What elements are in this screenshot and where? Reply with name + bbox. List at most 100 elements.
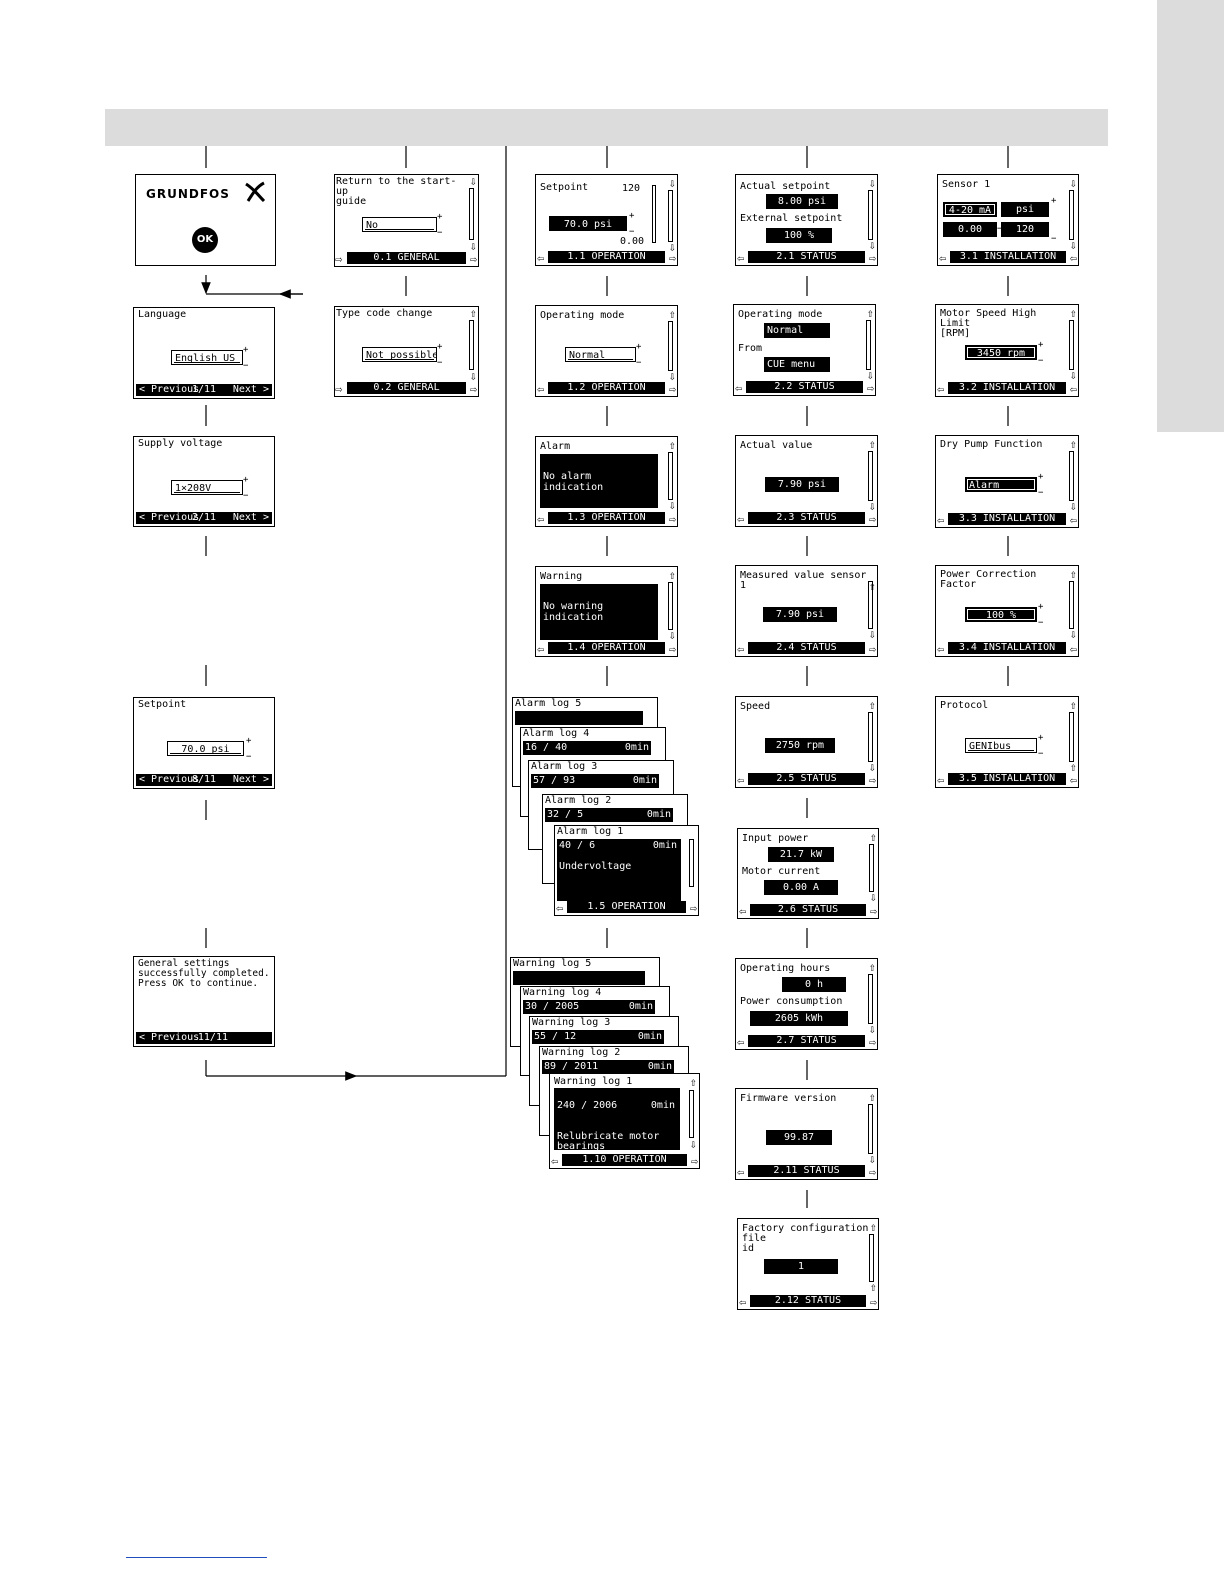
up-arrow-icon[interactable]: ⇧ [868,960,876,974]
right-arrow-icon[interactable]: ⇨ [469,382,477,396]
minus-icon[interactable]: − [437,228,443,238]
left-arrow-icon[interactable]: ⇦ [737,642,745,656]
down-arrow-icon[interactable]: ⇩ [689,1137,697,1151]
left-arrow-icon[interactable]: ⇦ [937,382,945,396]
up-arrow-icon[interactable]: ⇧ [868,437,876,451]
down-arrow-icon[interactable]: ⇩ [868,499,876,513]
minus-icon[interactable]: − [246,752,252,762]
previous-button[interactable]: < Previous [139,774,200,785]
startup-guide-field[interactable]: No [362,217,437,232]
next-button[interactable]: Next > [232,512,269,523]
up-arrow-icon[interactable]: ⇧ [869,1280,877,1294]
scrollbar[interactable] [868,581,873,629]
left-arrow-icon[interactable]: ⇦ [739,1295,747,1309]
down-arrow-icon[interactable]: ⇩ [1069,499,1077,513]
plus-icon[interactable]: + [1051,196,1057,206]
scrollbar[interactable] [668,582,673,630]
minus-icon[interactable]: − [1038,749,1044,759]
down-arrow-icon[interactable]: ⇩ [868,760,876,774]
left-arrow-icon[interactable]: ⇦ [737,773,745,787]
scrollbar[interactable] [868,190,873,240]
scrollbar[interactable] [469,188,474,240]
down-arrow-icon[interactable]: ⇩ [668,498,676,512]
sensor-min-field[interactable]: 0.00 [943,222,997,237]
right-arrow-icon[interactable]: ⇨ [866,381,874,395]
down-arrow-icon[interactable]: ⇩ [469,239,477,253]
down-arrow-icon[interactable]: ⇩ [668,628,676,642]
scrollbar[interactable] [1069,712,1074,762]
up-arrow-icon[interactable]: ⇧ [668,438,676,452]
right-arrow-icon[interactable]: ⇨ [469,252,477,266]
operating-mode-field[interactable]: Normal [565,347,636,362]
up-arrow-icon[interactable]: ⇧ [866,306,874,320]
left-arrow-icon[interactable]: ⇦ [1069,382,1077,396]
right-arrow-icon[interactable]: ⇨ [868,773,876,787]
plus-icon[interactable]: + [246,736,252,746]
right-arrow-icon[interactable]: ⇨ [668,512,676,526]
left-arrow-icon[interactable]: ⇦ [939,251,947,265]
down-arrow-icon[interactable]: ⇩ [668,176,676,190]
left-arrow-icon[interactable]: ⇦ [1069,513,1077,527]
minus-icon[interactable]: − [1038,356,1044,366]
sensor-unit-field[interactable]: psi [1001,202,1049,217]
up-arrow-icon[interactable]: ⇧ [1069,698,1077,712]
down-arrow-icon[interactable]: ⇩ [668,369,676,383]
previous-button[interactable]: < Previous [139,512,200,523]
down-arrow-icon[interactable]: ⇩ [868,1152,876,1166]
down-arrow-icon[interactable]: ⇩ [869,890,877,904]
up-arrow-icon[interactable]: ⇩ [469,174,477,188]
next-button[interactable]: Next > [232,774,269,785]
right-arrow-icon[interactable]: ⇨ [869,904,877,918]
sensor-max-field[interactable]: 120 [1001,222,1049,237]
up-arrow-icon[interactable]: ⇧ [1069,567,1077,581]
scrollbar[interactable] [868,1104,873,1154]
down-arrow-icon[interactable]: ⇩ [1069,176,1077,190]
scrollbar[interactable] [868,712,873,762]
minus-icon[interactable]: − [636,358,642,368]
plus-icon[interactable]: + [1038,340,1044,350]
down-arrow-icon[interactable]: ⇩ [469,369,477,383]
up-arrow-icon[interactable]: ⇧ [1069,306,1077,320]
dry-pump-function-field[interactable]: Alarm [965,477,1037,492]
right-arrow-icon[interactable]: ⇨ [868,1165,876,1179]
scrollbar[interactable] [1069,320,1074,370]
up-arrow-icon[interactable]: ⇧ [868,1090,876,1104]
down-arrow-icon[interactable]: ⇩ [1069,627,1077,641]
previous-button[interactable]: < Previous [139,1032,200,1043]
protocol-field[interactable]: GENIbus [965,738,1037,753]
scrollbar[interactable] [1069,581,1074,629]
plus-icon[interactable]: + [1038,733,1044,743]
up-arrow-icon[interactable]: ⇧ [469,306,477,320]
left-arrow-icon[interactable]: ⇦ [537,512,545,526]
left-arrow-icon[interactable]: ⇦ [937,773,945,787]
left-arrow-icon[interactable]: ⇦ [937,642,945,656]
scrollbar[interactable] [866,320,871,370]
left-arrow-icon[interactable]: ⇦ [937,513,945,527]
supply-voltage-field[interactable]: 1×208V [171,480,243,495]
left-arrow-icon[interactable]: ⇦ [537,251,545,265]
left-arrow-icon[interactable]: ⇦ [551,1154,559,1168]
left-arrow-icon[interactable]: ⇦ [737,1035,745,1049]
right-arrow-icon[interactable]: ⇨ [668,251,676,265]
language-field[interactable]: English US [171,350,243,365]
right-arrow-icon[interactable]: ⇨ [868,1035,876,1049]
right-arrow-icon[interactable]: ⇨ [869,1295,877,1309]
left-arrow-icon[interactable]: ⇦ [556,901,564,915]
down-arrow-icon[interactable]: ⇩ [868,627,876,641]
minus-icon[interactable]: − [629,227,635,237]
up-arrow-icon[interactable]: ⇧ [868,698,876,712]
down-arrow-icon[interactable]: ⇩ [868,176,876,190]
left-arrow-icon[interactable]: ⇦ [737,1165,745,1179]
plus-icon[interactable]: + [437,212,443,222]
scrollbar[interactable] [689,839,694,887]
minus-icon[interactable]: − [437,358,443,368]
down-arrow-icon[interactable]: ⇩ [868,238,876,252]
left-arrow-icon[interactable]: ⇦ [737,251,745,265]
scrollbar[interactable] [469,320,474,370]
plus-icon[interactable]: + [437,342,443,352]
scrollbar[interactable] [868,974,873,1024]
right-arrow-icon[interactable]: ⇨ [689,901,697,915]
up-arrow-icon[interactable]: ⇧ [668,307,676,321]
setpoint-field[interactable]: 70.0 psi [167,741,244,756]
plus-icon[interactable]: + [1038,602,1044,612]
